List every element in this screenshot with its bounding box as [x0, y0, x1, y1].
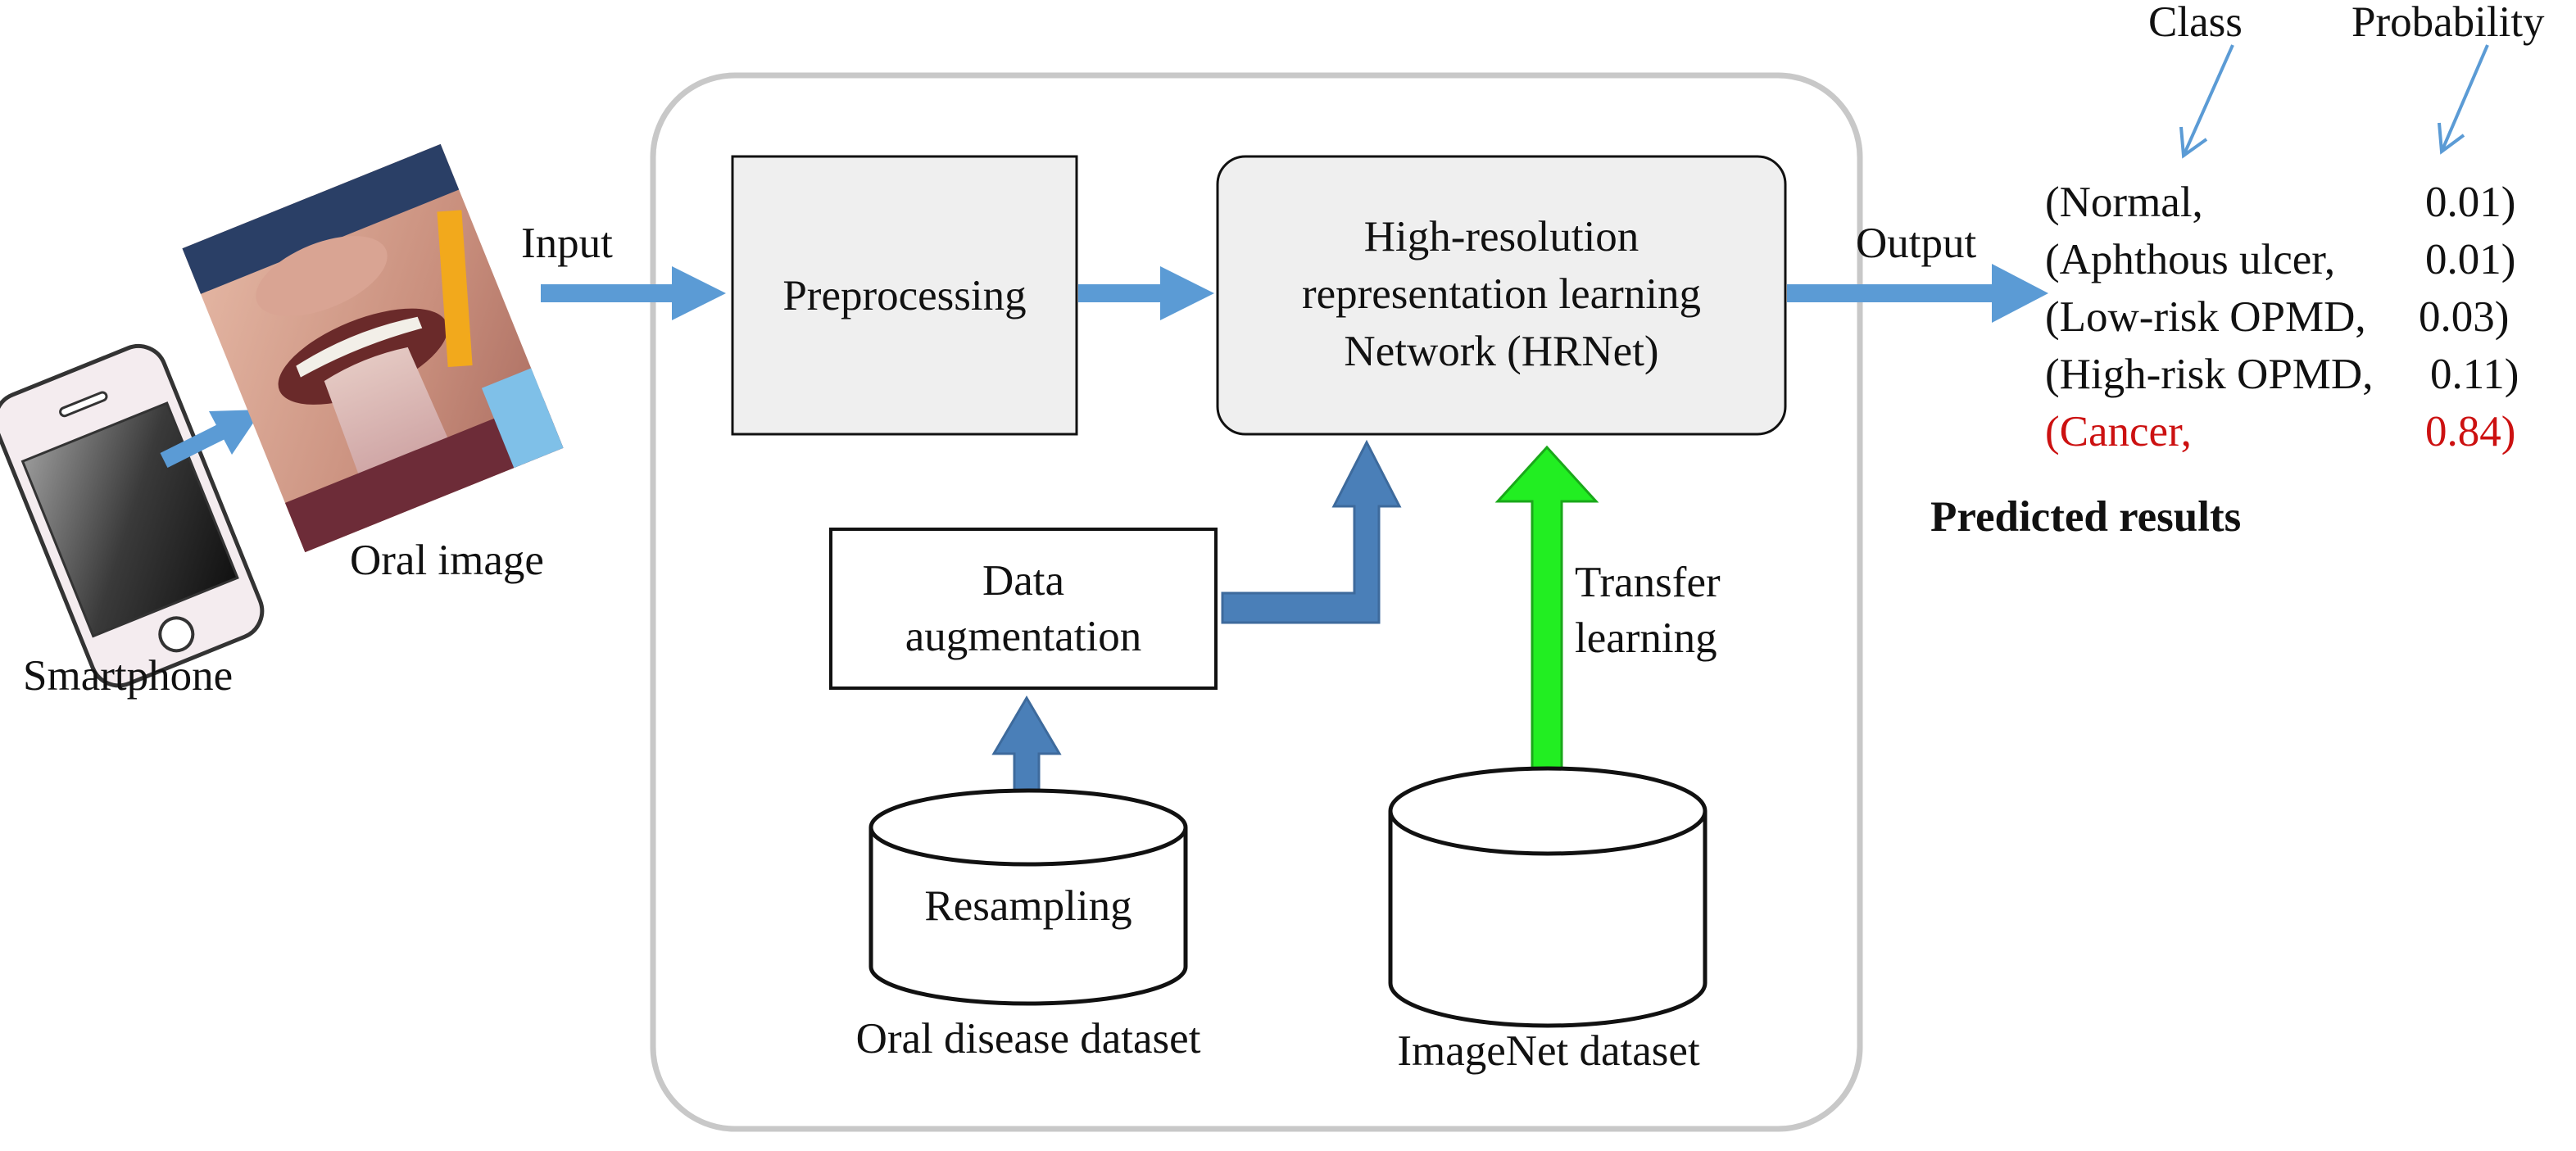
- imagenet-dataset-label: ImageNet dataset: [1397, 1027, 1700, 1075]
- result-probability: 0.03): [2419, 293, 2510, 341]
- class-pointer-arrow: [2179, 44, 2234, 159]
- class-header: Class: [2148, 0, 2243, 46]
- input-arrow: [541, 266, 726, 320]
- results-list: (Normal, 0.01) (Aphthous ulcer, 0.01) (Low-r…: [2045, 175, 2537, 462]
- result-class: (Normal,: [2045, 179, 2203, 226]
- smartphone-label: Smartphone: [23, 652, 234, 700]
- hrnet-label-line3: Network (HRNet): [1344, 328, 1659, 375]
- oral-image-photo: [182, 143, 564, 553]
- output-label: Output: [1856, 220, 1977, 267]
- resampling-label: Resampling: [924, 882, 1132, 930]
- result-row: (Cancer, 0.84): [2045, 405, 2537, 459]
- data-augmentation-label-line2: augmentation: [905, 613, 1142, 660]
- transfer-learning-label-line2: learning: [1575, 614, 1717, 662]
- result-probability: 0.01): [2425, 236, 2516, 283]
- probability-pointer-arrow: [2438, 44, 2489, 155]
- result-probability: 0.11): [2430, 351, 2519, 398]
- input-label: Input: [521, 220, 613, 267]
- result-row: (Low-risk OPMD, 0.03): [2045, 290, 2537, 344]
- output-arrow: [1787, 264, 2048, 323]
- result-class: (Aphthous ulcer,: [2045, 236, 2336, 283]
- result-class: (Cancer,: [2045, 408, 2192, 455]
- result-row: (High-risk OPMD, 0.11): [2045, 347, 2537, 401]
- result-row: (Normal, 0.01): [2045, 175, 2537, 229]
- oral-disease-dataset-label: Oral disease dataset: [855, 1015, 1201, 1063]
- preprocessing-label: Preprocessing: [782, 272, 1027, 319]
- result-probability: 0.84): [2425, 408, 2516, 455]
- phone-to-image-arrow: [160, 410, 262, 468]
- data-augmentation-box: [829, 528, 1218, 690]
- result-class: (High-risk OPMD,: [2045, 351, 2374, 398]
- preprocessing-to-hrnet-arrow: [1078, 266, 1214, 320]
- result-probability: 0.01): [2425, 179, 2516, 226]
- oral-disease-database-icon: [868, 788, 1188, 1006]
- data-augmentation-label-line1: Data: [982, 557, 1065, 605]
- augmentation-to-hrnet-arrow: [1221, 439, 1402, 624]
- result-row: (Aphthous ulcer, 0.01): [2045, 233, 2537, 287]
- predicted-results-label: Predicted results: [1930, 493, 2242, 541]
- preprocessing-box: [731, 155, 1078, 436]
- oral-image-label: Oral image: [350, 537, 544, 584]
- hrnet-label-line2: representation learning: [1301, 270, 1702, 318]
- smartphone-icon: [0, 344, 265, 688]
- imagenet-database-icon: [1388, 766, 1708, 1028]
- result-class: (Low-risk OPMD,: [2045, 293, 2366, 341]
- hrnet-label-line1: High-resolution: [1363, 213, 1639, 261]
- transfer-learning-label-line1: Transfer: [1575, 559, 1721, 606]
- hrnet-box: [1216, 155, 1787, 436]
- transfer-learning-arrow: [1494, 445, 1599, 788]
- probability-header: Probability: [2352, 0, 2545, 46]
